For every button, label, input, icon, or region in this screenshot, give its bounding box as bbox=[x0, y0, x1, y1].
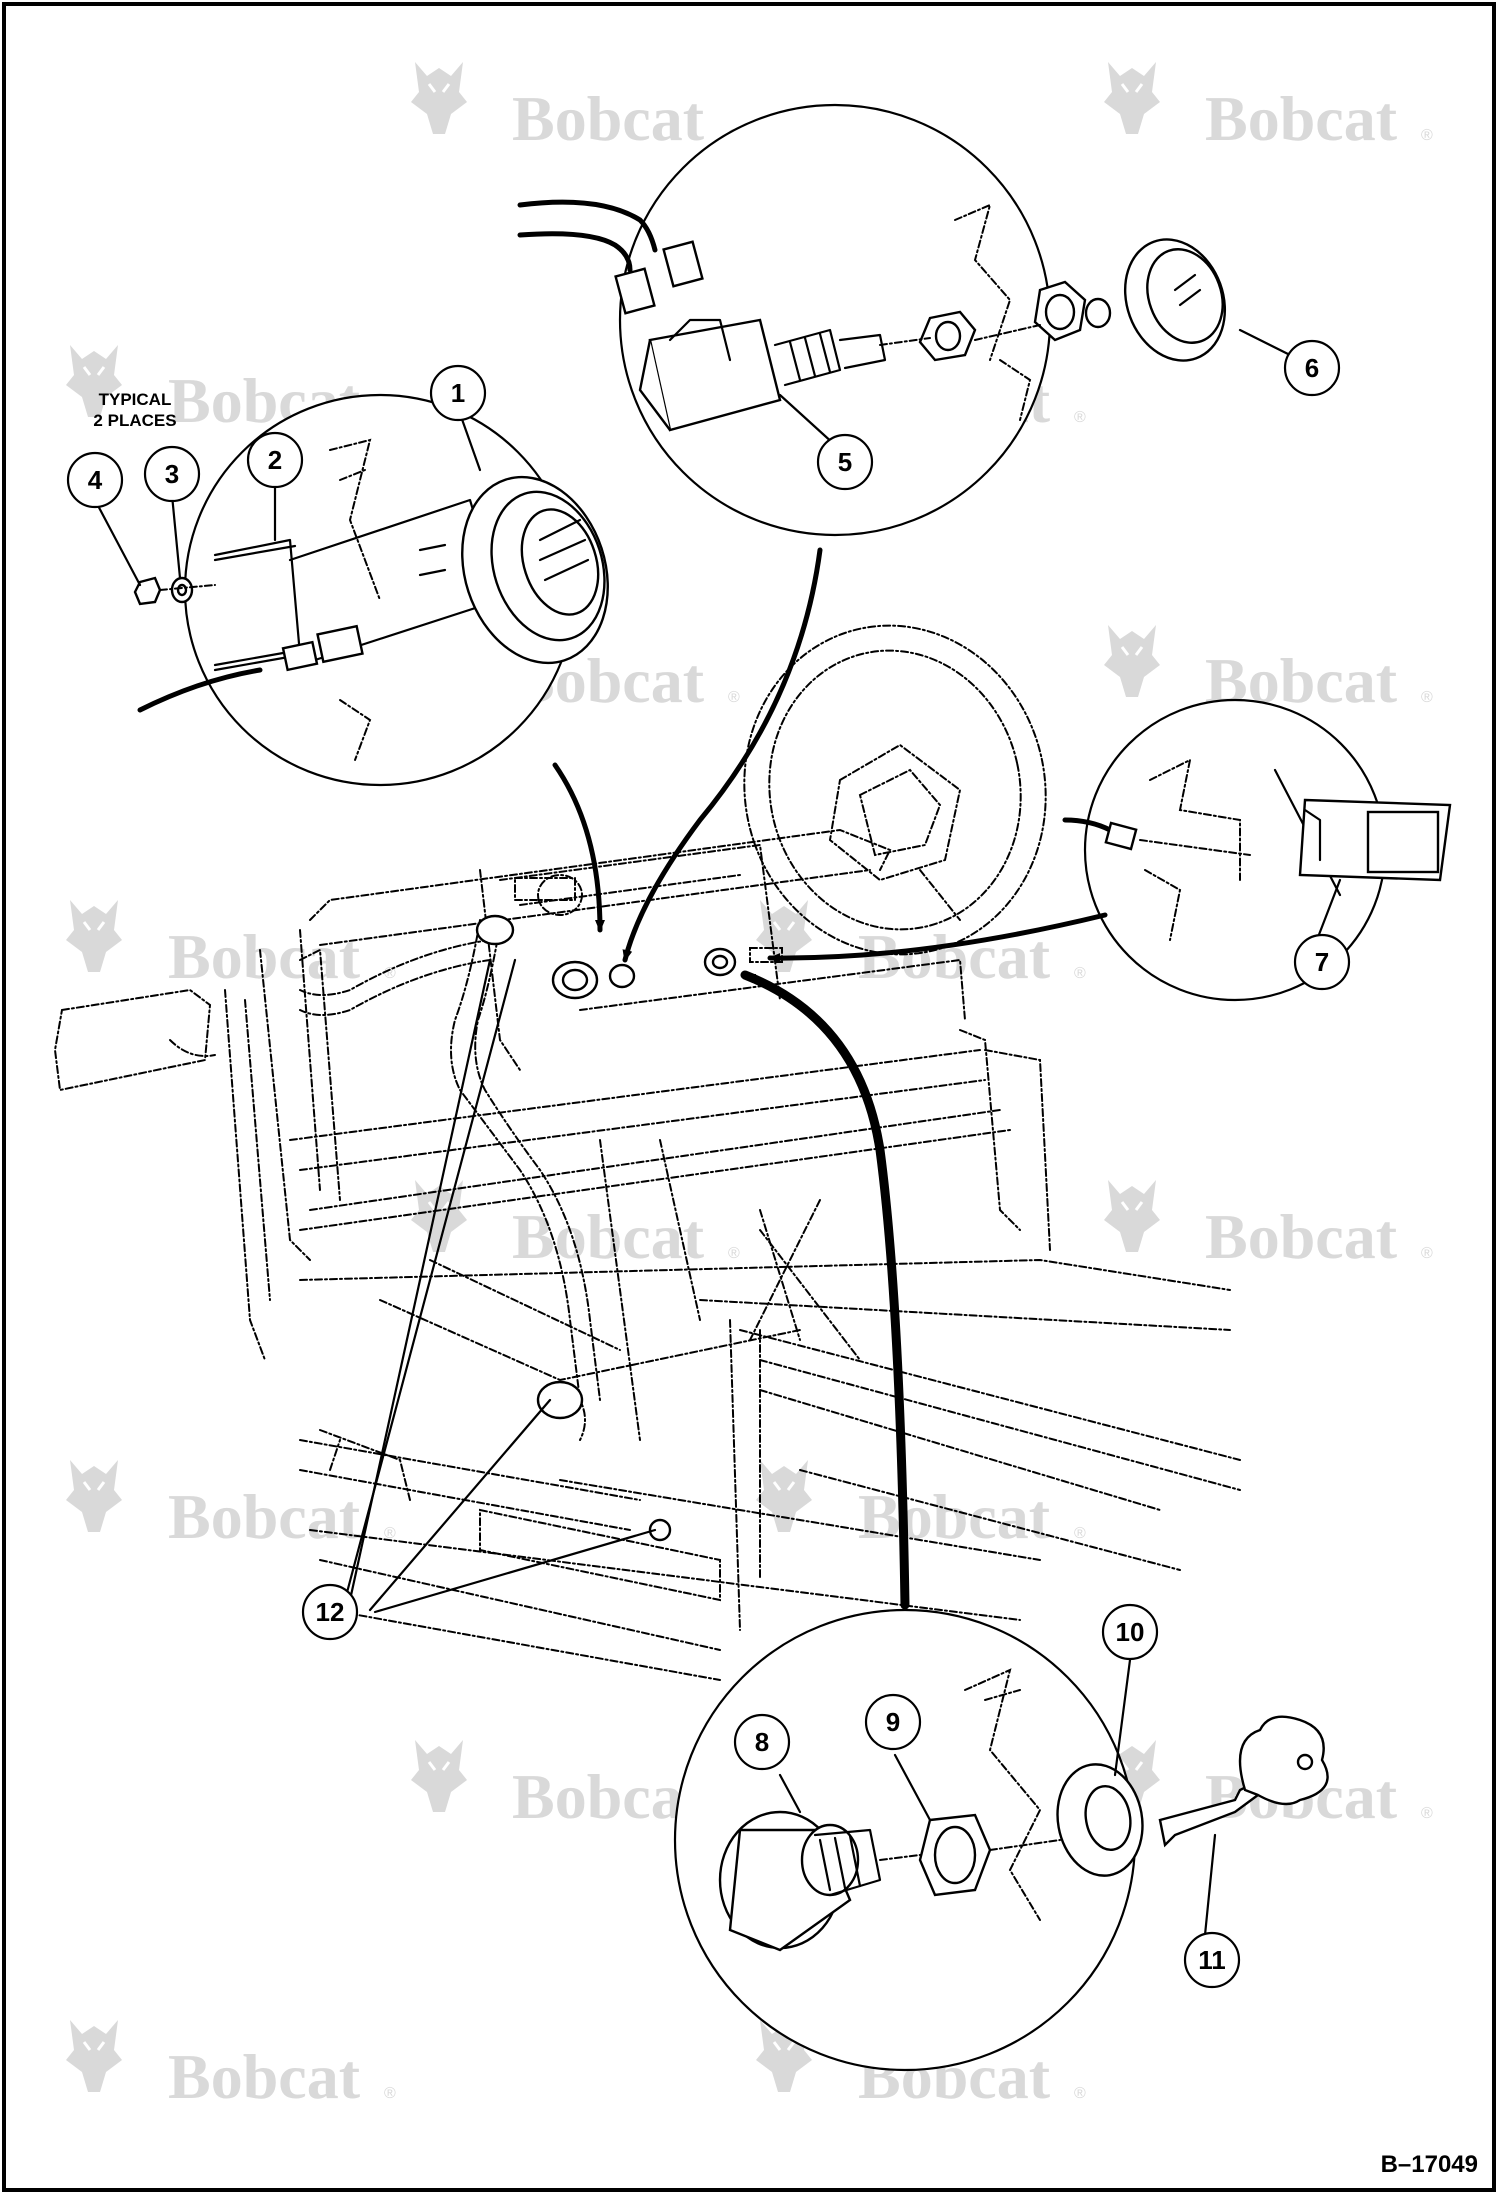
callout-1: 1 bbox=[429, 364, 487, 422]
watermark-mark: ® bbox=[728, 1245, 740, 1262]
watermark-mark: ® bbox=[1421, 127, 1433, 144]
callout-5: 5 bbox=[816, 433, 874, 491]
svg-text:6: 6 bbox=[1305, 353, 1319, 383]
watermark-mark: ® bbox=[1074, 1525, 1086, 1542]
watermark-mark: ® bbox=[1421, 689, 1433, 706]
watermark-text: Bobcat bbox=[512, 83, 705, 154]
watermark-text: Bobcat bbox=[168, 921, 361, 992]
callout-10: 10 bbox=[1101, 1603, 1159, 1661]
watermark-mark: ® bbox=[1421, 1245, 1433, 1262]
watermark-text: Bobcat bbox=[512, 1761, 705, 1832]
watermark-mark: ® bbox=[728, 689, 740, 706]
svg-text:2: 2 bbox=[268, 445, 282, 475]
detail-keyswitch bbox=[673, 1608, 1329, 2072]
watermark-mark: ® bbox=[1074, 965, 1086, 982]
note-line-2: 2 PLACES bbox=[93, 411, 176, 430]
svg-text:7: 7 bbox=[1315, 947, 1329, 977]
watermark-text: Bobcat bbox=[858, 1481, 1051, 1552]
svg-text:11: 11 bbox=[1198, 1945, 1226, 1975]
watermark-text: Bobcat bbox=[168, 2041, 361, 2112]
watermark-text: Bobcat bbox=[1205, 1201, 1398, 1272]
note-line-1: TYPICAL bbox=[99, 390, 172, 409]
svg-text:9: 9 bbox=[886, 1707, 900, 1737]
svg-text:1: 1 bbox=[451, 378, 465, 408]
watermark-mark: ® bbox=[1074, 2085, 1086, 2102]
key-icon bbox=[1158, 1715, 1329, 1848]
callout-12: 12 bbox=[301, 1583, 359, 1641]
pointer-lines bbox=[93, 328, 1342, 1937]
callout-6: 6 bbox=[1283, 339, 1341, 397]
callout-11: 11 bbox=[1183, 1931, 1241, 1989]
wiring-harness bbox=[299, 914, 672, 1542]
svg-text:10: 10 bbox=[1116, 1617, 1145, 1647]
svg-text:5: 5 bbox=[838, 447, 852, 477]
callout-7: 7 bbox=[1293, 933, 1351, 991]
callout-8: 8 bbox=[733, 1713, 791, 1771]
watermark-text: Bobcat bbox=[168, 1481, 361, 1552]
callout-4: 4 bbox=[66, 451, 124, 509]
vehicle-frame-drawing bbox=[53, 624, 1241, 1681]
svg-text:4: 4 bbox=[88, 465, 103, 495]
watermark-mark: ® bbox=[1074, 409, 1086, 426]
watermark-mark: ® bbox=[384, 1525, 396, 1542]
arrow-icon bbox=[552, 762, 605, 933]
watermark-text: Bobcat bbox=[1205, 83, 1398, 154]
detail-rocker bbox=[1062, 698, 1452, 1002]
watermark-mark: ® bbox=[1421, 1805, 1433, 1822]
figure-number: B–17049 bbox=[1381, 2151, 1478, 2178]
watermark-mark: ® bbox=[384, 2085, 396, 2102]
svg-text:3: 3 bbox=[165, 459, 179, 489]
detail-gauge bbox=[133, 393, 609, 787]
detail-switch bbox=[517, 103, 1227, 537]
callout-2: 2 bbox=[246, 431, 304, 489]
callout-9: 9 bbox=[864, 1693, 922, 1751]
svg-text:12: 12 bbox=[316, 1597, 345, 1627]
svg-text:8: 8 bbox=[755, 1727, 769, 1757]
watermark-text: Bobcat bbox=[512, 1201, 705, 1272]
callout-3: 3 bbox=[143, 445, 201, 503]
